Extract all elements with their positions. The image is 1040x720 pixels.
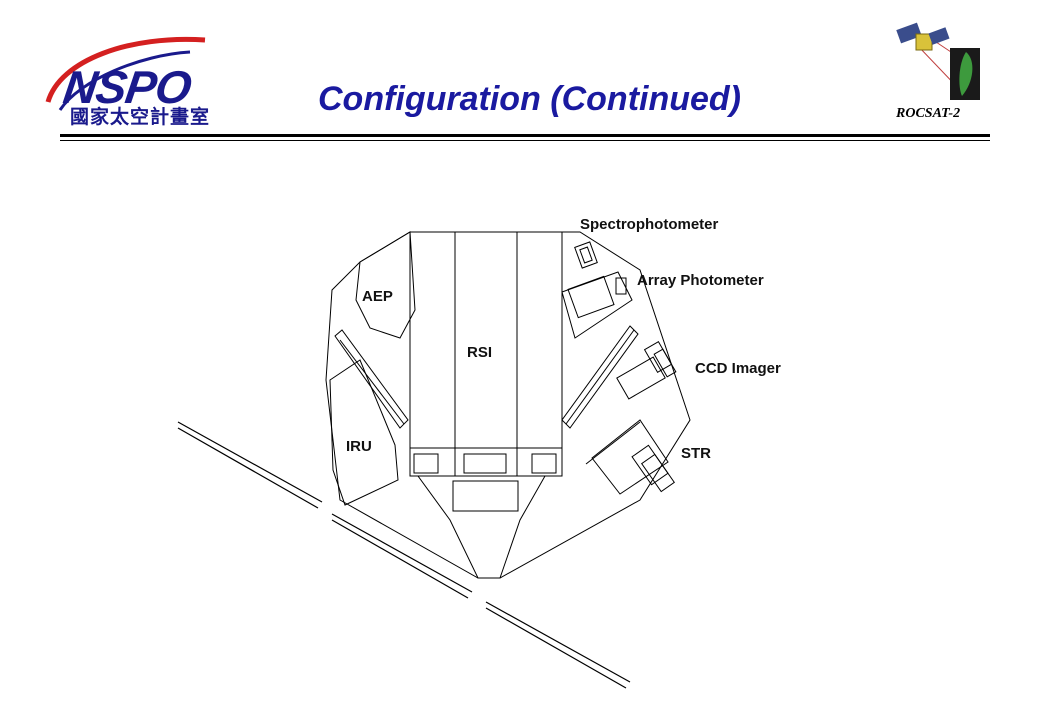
str-box xyxy=(591,419,669,495)
aep-box xyxy=(355,231,416,339)
spacecraft-hull xyxy=(325,231,691,579)
label-aep: AEP xyxy=(362,288,393,305)
label-ccd-imager: CCD Imager xyxy=(695,360,781,377)
satellite-taiwan-icon xyxy=(896,22,980,100)
label-iru: IRU xyxy=(346,438,372,455)
right-bar xyxy=(561,325,639,429)
label-rsi: RSI xyxy=(467,344,493,361)
logo-subtitle: 國家太空計畫室 xyxy=(70,106,211,128)
label-array-photometer: Array Photometer xyxy=(637,272,764,289)
rsi-lower-wedge xyxy=(417,475,546,579)
label-spectrophotometer: Spectrophotometer xyxy=(580,216,719,233)
nspo-logo xyxy=(40,30,230,130)
header-rule-thick xyxy=(60,134,990,137)
ccd-imager-box xyxy=(616,356,666,400)
array-photometer-box xyxy=(561,271,633,339)
spectrophotometer-box xyxy=(574,241,598,269)
header-rule-thin xyxy=(60,140,990,141)
logo-swoosh-icon xyxy=(45,36,206,111)
mission-name: ROCSAT-2 xyxy=(896,106,961,121)
page-title: Configuration (Continued) xyxy=(318,80,742,118)
label-str: STR xyxy=(681,445,711,462)
iru-box xyxy=(329,359,399,506)
left-bar xyxy=(334,329,409,429)
